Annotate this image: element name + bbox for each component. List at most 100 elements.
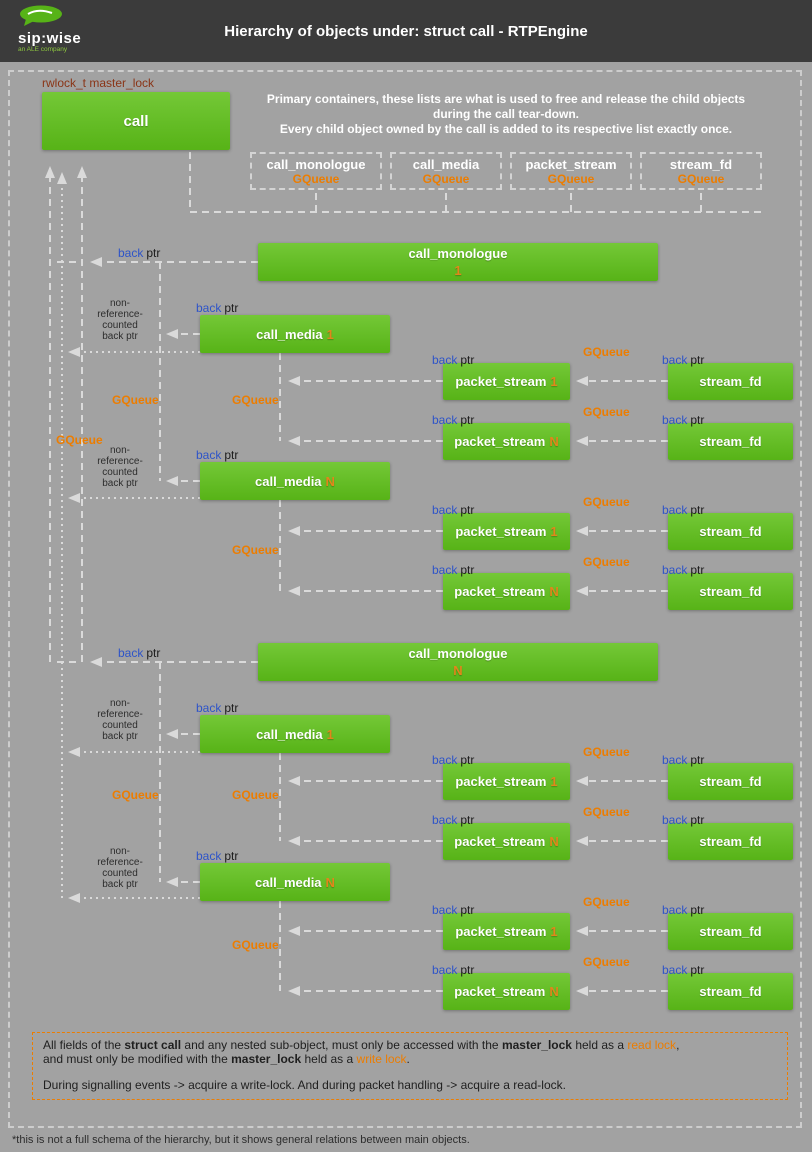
node-stream-fd: stream_fd: [668, 823, 793, 860]
gqueue-label-stream-list: GQueue: [232, 788, 279, 802]
container-name: packet_stream: [525, 156, 617, 172]
node-call-media-1: call_media 1: [200, 315, 390, 353]
node-call-monologue-n: call_monologue N: [258, 643, 658, 681]
gqueue-label: GQueue: [583, 555, 630, 569]
container-stream-fd-queue: stream_fd GQueue: [640, 152, 762, 190]
node-label: call_media: [256, 726, 323, 742]
node-call-media-n: call_media N: [200, 462, 390, 500]
node-packet-stream-n: packet_stream N: [443, 973, 570, 1010]
node-stream-fd: stream_fd: [668, 763, 793, 800]
container-type: GQueue: [547, 171, 595, 186]
node-label: call_media: [256, 326, 323, 342]
gqueue-label: GQueue: [583, 495, 630, 509]
node-stream-fd: stream_fd: [668, 423, 793, 460]
non-ref-counted-label: non- reference- counted back ptr: [97, 846, 143, 890]
page-title: Hierarchy of objects under: struct call …: [224, 23, 588, 40]
locking-rules-line-3: During signalling events -> acquire a wr…: [43, 1078, 566, 1092]
container-name: call_media: [412, 156, 480, 172]
node-packet-stream-1: packet_stream 1: [443, 363, 570, 400]
node-call-media-1: call_media 1: [200, 715, 390, 753]
speech-bubble-icon: [20, 5, 62, 26]
container-type: GQueue: [422, 171, 470, 186]
intro-line-1: Primary containers, these lists are what…: [266, 92, 746, 121]
node-stream-fd: stream_fd: [668, 973, 793, 1010]
node-stream-fd: stream_fd: [668, 363, 793, 400]
node-packet-stream-n: packet_stream N: [443, 823, 570, 860]
node-label: call_media: [255, 874, 322, 890]
non-ref-counted-label: non- reference- counted back ptr: [97, 698, 143, 742]
node-stream-fd: stream_fd: [668, 913, 793, 950]
node-suffix: 1: [454, 263, 462, 278]
node-stream-fd: stream_fd: [668, 513, 793, 550]
node-label: call_media: [255, 473, 322, 489]
logo-name: sip:wise: [18, 30, 82, 47]
gqueue-label: GQueue: [583, 745, 630, 759]
container-type: GQueue: [677, 171, 725, 186]
container-call-monologue-queue: call_monologue GQueue: [250, 152, 382, 190]
locking-rules-line-2: and must only be modified with the maste…: [43, 1051, 410, 1066]
node-suffix: 1: [326, 726, 334, 742]
gqueue-label: GQueue: [583, 405, 630, 419]
gqueue-label: GQueue: [583, 345, 630, 359]
node-call-monologue-1: call_monologue 1: [258, 243, 658, 281]
locking-rules-note: All fields of the struct call and any ne…: [32, 1032, 788, 1100]
node-packet-stream-n: packet_stream N: [443, 573, 570, 610]
container-type: GQueue: [292, 171, 340, 186]
node-stream-fd: stream_fd: [668, 573, 793, 610]
gqueue-label-stream-list: GQueue: [232, 393, 279, 407]
sipwise-logo: sip:wise an ALE company: [18, 5, 108, 54]
gqueue-label: GQueue: [583, 895, 630, 909]
locking-rules-line-1: All fields of the struct call and any ne…: [43, 1038, 680, 1052]
non-ref-counted-label: non- reference- counted back ptr: [97, 298, 143, 342]
node-call: call: [42, 92, 230, 150]
node-suffix: 1: [326, 326, 334, 342]
gqueue-label: GQueue: [583, 805, 630, 819]
schema-footnote: *this is not a full schema of the hierar…: [12, 1134, 470, 1146]
node-packet-stream-n: packet_stream N: [443, 423, 570, 460]
node-packet-stream-1: packet_stream 1: [443, 763, 570, 800]
node-packet-stream-1: packet_stream 1: [443, 913, 570, 950]
container-packet-stream-queue: packet_stream GQueue: [510, 152, 632, 190]
container-name: stream_fd: [669, 156, 733, 172]
container-call-media-queue: call_media GQueue: [390, 152, 502, 190]
node-suffix: N: [325, 874, 335, 890]
gqueue-label-call-monologues: GQueue: [56, 433, 103, 447]
node-call-media-n: call_media N: [200, 863, 390, 901]
gqueue-label-media-list: GQueue: [112, 393, 159, 407]
diagram-frame: [8, 70, 802, 1128]
non-ref-counted-label: non- reference- counted back ptr: [97, 445, 143, 489]
gqueue-label: GQueue: [583, 955, 630, 969]
node-packet-stream-1: packet_stream 1: [443, 513, 570, 550]
node-suffix: N: [453, 663, 463, 678]
intro-text: Primary containers, these lists are what…: [250, 92, 762, 137]
header-bar: sip:wise an ALE company Hierarchy of obj…: [0, 0, 812, 62]
node-call-label: call: [123, 112, 149, 130]
node-label: call_monologue: [408, 246, 508, 261]
node-label: call_monologue: [408, 646, 508, 661]
gqueue-label-media-list: GQueue: [112, 788, 159, 802]
gqueue-label-stream-list: GQueue: [232, 543, 279, 557]
